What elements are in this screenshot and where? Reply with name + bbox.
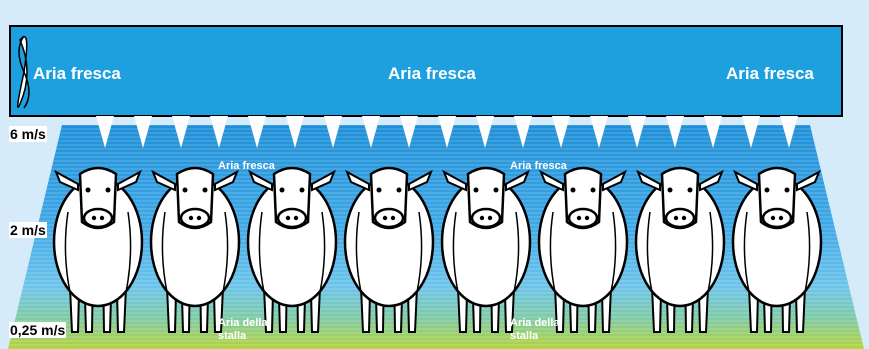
fresh-air-label-1: Aria fresca [218,160,275,172]
stable-air-label-1: Aria della stalla [218,317,288,343]
fresh-air-label-2: Aria fresca [510,160,567,172]
speed-label-bottom: 0,25 m/s [9,322,66,338]
speed-label-top: 6 m/s [9,126,47,142]
stable-air-label-2: Aria della stalla [510,317,580,343]
duct-label-center: Aria fresca [388,64,476,84]
duct-label-left: Aria fresca [33,64,121,84]
duct-label-right: Aria fresca [726,64,814,84]
speed-label-middle: 2 m/s [9,222,47,238]
